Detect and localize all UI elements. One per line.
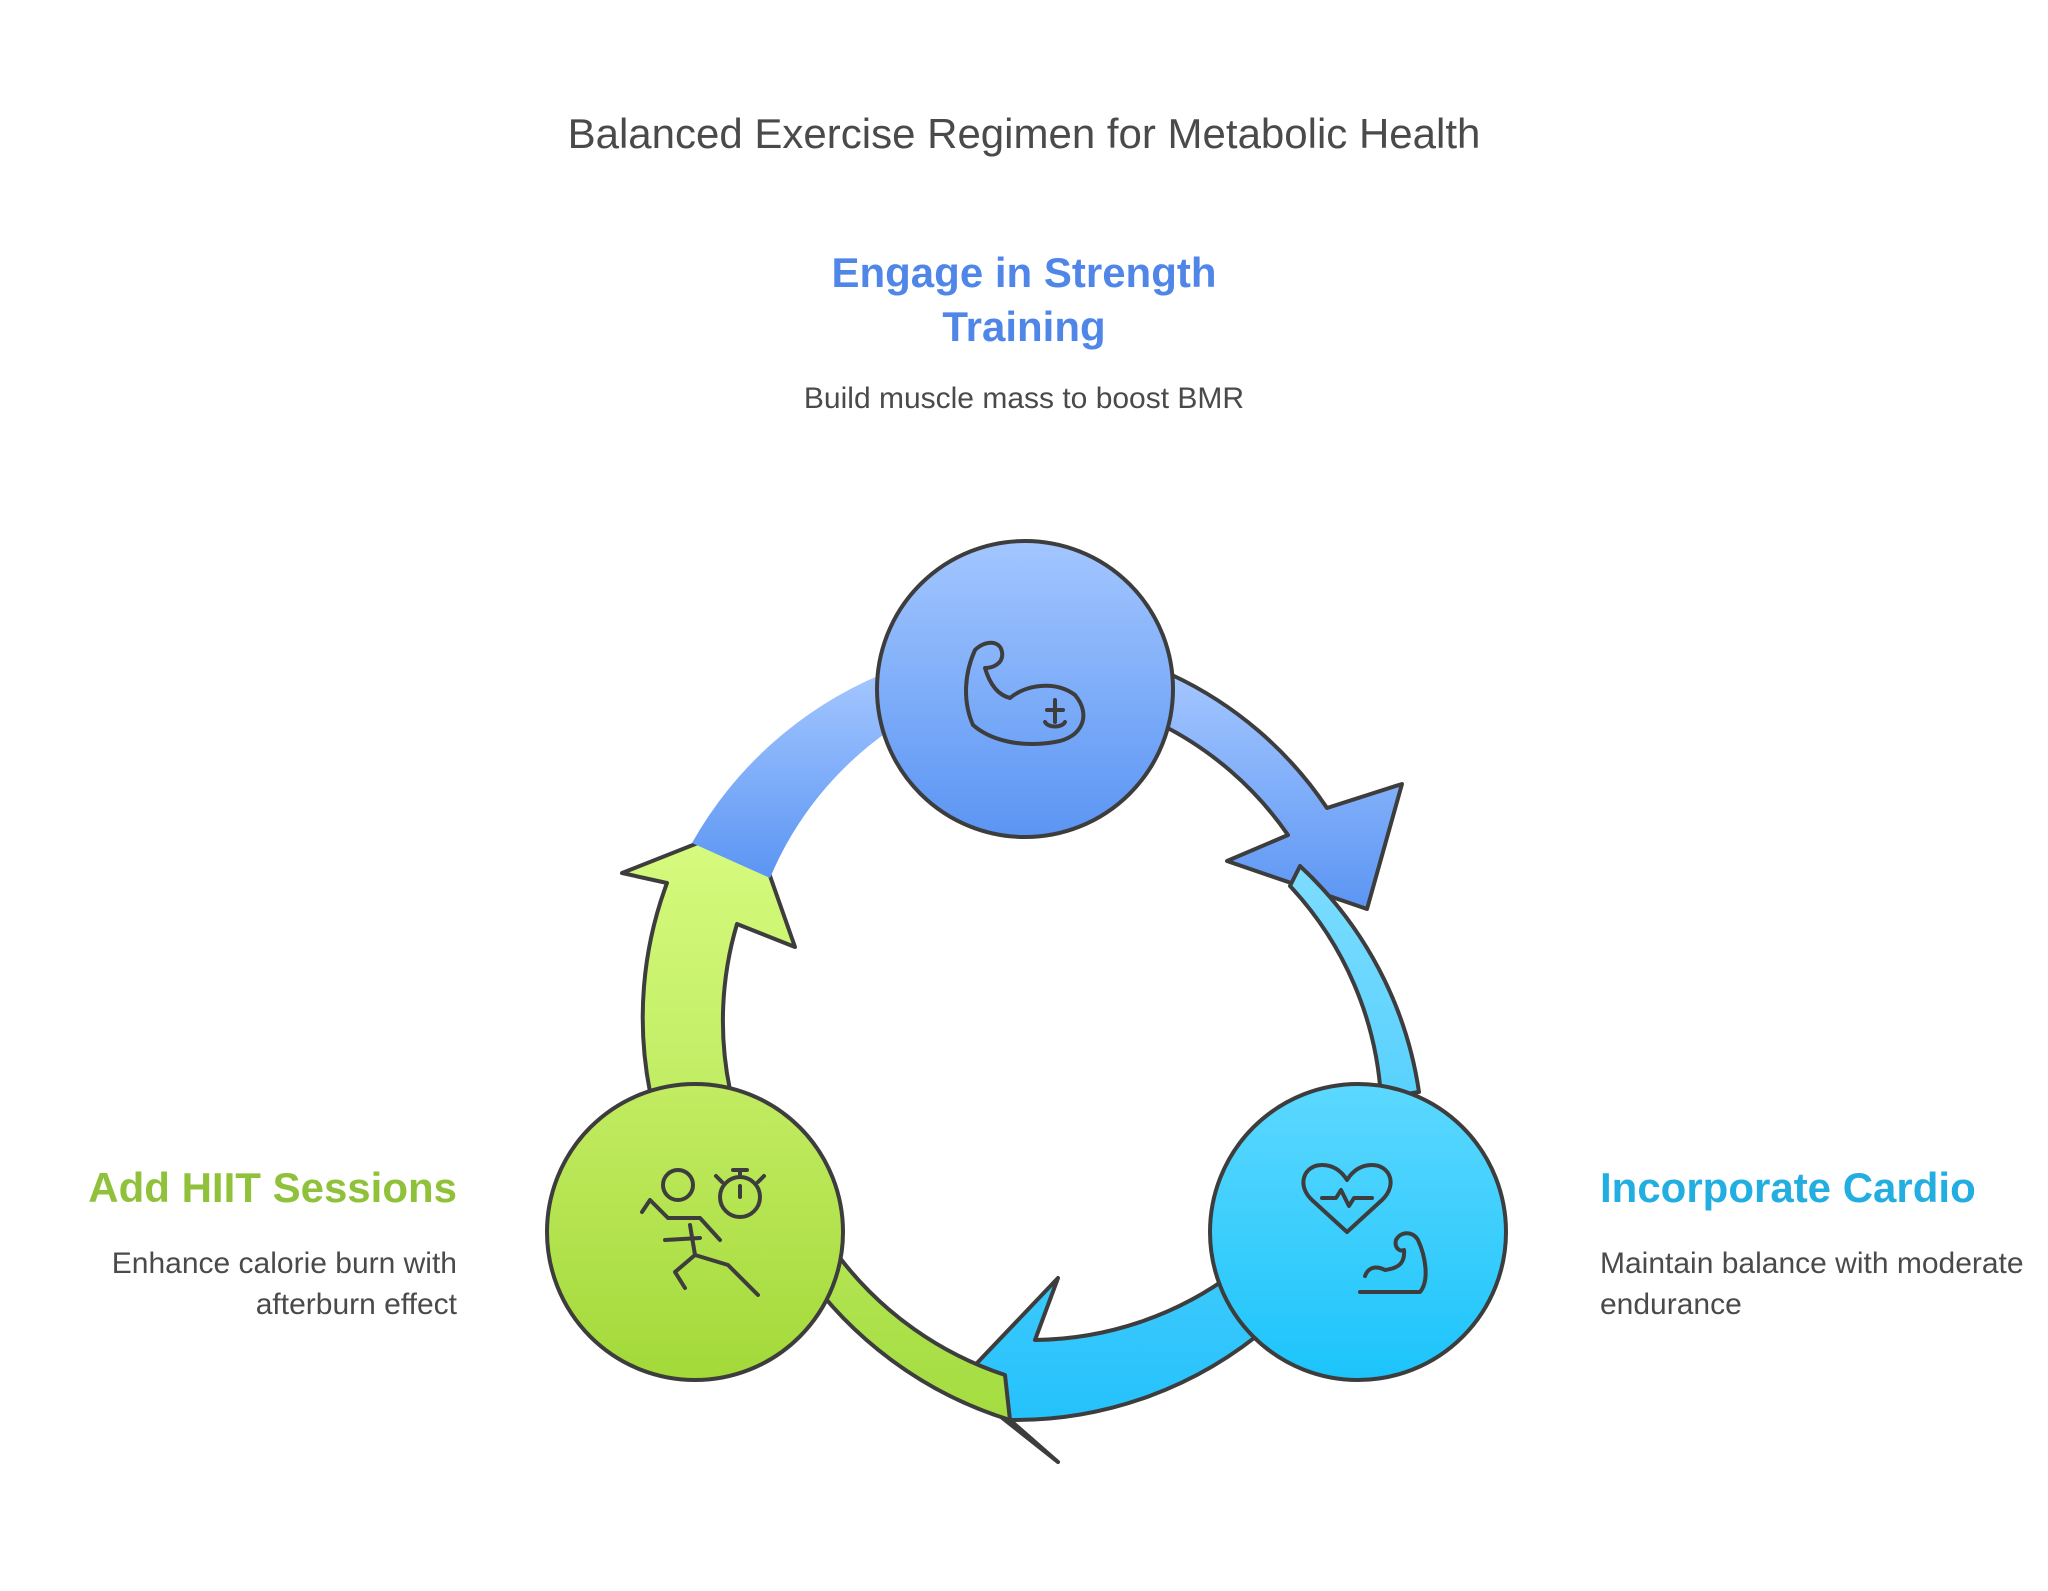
heart-arm-icon <box>1301 1163 1428 1294</box>
strength-description: Build muscle mass to boost BMR <box>803 382 1245 415</box>
arrow-hiit-to-strength <box>620 820 1012 1422</box>
cardio-heading: Incorporate Cardio <box>1600 1164 1976 1211</box>
cardio-description: Maintain balance with moderate endurance <box>1600 1247 2024 1321</box>
cardio-node <box>1208 1082 1508 1382</box>
hiit-heading: Add HIIT Sessions <box>88 1164 457 1211</box>
flexed-arm-icon <box>964 640 1086 746</box>
arrow-strength-to-cardio <box>1158 673 1404 911</box>
hiit-description: Enhance calorie burn with afterburn effe… <box>111 1247 457 1321</box>
strength-node <box>875 539 1175 839</box>
hiit-node <box>545 1082 845 1382</box>
runner-stopwatch-icon <box>640 1168 766 1297</box>
diagram-title: Balanced Exercise Regimen for Metabolic … <box>567 110 1481 157</box>
strength-heading: Engage in Strength Training <box>831 249 1217 350</box>
arrow-strength-tail <box>692 675 890 878</box>
